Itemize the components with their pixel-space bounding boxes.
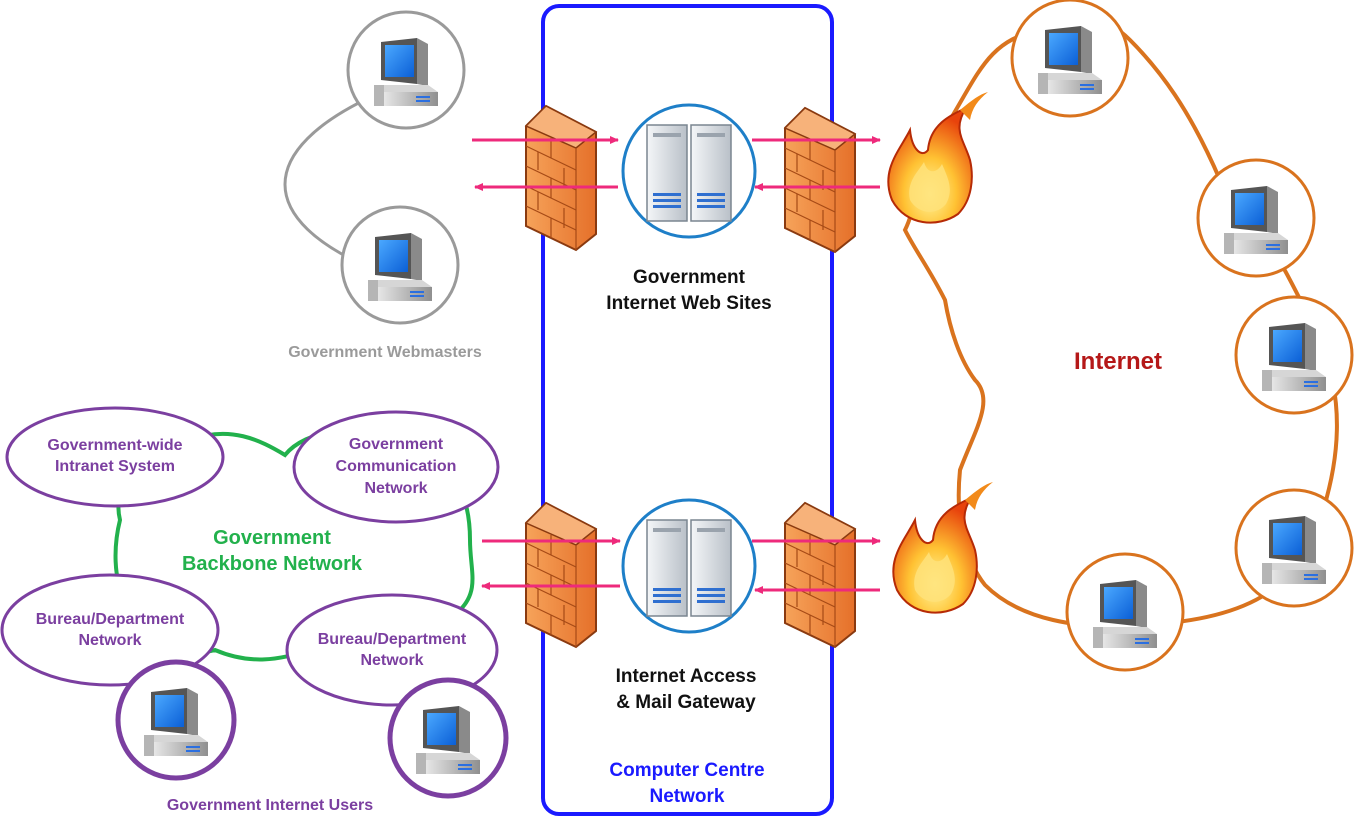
gateway-server <box>621 498 757 634</box>
webmaster-computer-2 <box>340 205 460 325</box>
fire-icon <box>887 91 989 224</box>
internet-computer-4 <box>1234 488 1354 608</box>
user-computer-2 <box>387 677 509 799</box>
comm-label-line1: Government <box>349 436 444 453</box>
bureau-left-label-line2: Network <box>78 632 141 649</box>
web-sites-label-line1: Government <box>633 267 746 288</box>
webmaster-computer-1 <box>346 10 466 130</box>
firewall-icon <box>784 107 856 253</box>
webmasters-link <box>283 93 376 272</box>
gateway-label-line1: Internet Access <box>616 666 757 687</box>
intranet-system-node: Government-wide Intranet System <box>5 406 225 508</box>
bureau-network-right-node: Bureau/Department Network <box>285 593 499 707</box>
fire-icon <box>892 481 994 614</box>
internet-computer-3 <box>1234 295 1354 415</box>
web-sites-label-line2: Internet Web Sites <box>606 293 771 314</box>
bureau-right-label-line2: Network <box>360 652 423 669</box>
traffic-arrows <box>472 136 881 594</box>
internet-computer-2 <box>1196 158 1316 278</box>
internet-computer-5 <box>1065 552 1185 672</box>
intranet-label-line2: Intranet System <box>55 458 175 475</box>
bureau-left-label-line1: Bureau/Department <box>36 611 185 628</box>
web-sites-server <box>621 103 757 239</box>
firewall-icon <box>784 502 856 648</box>
internet-label: Internet <box>1074 348 1162 375</box>
firewall-icon <box>525 502 597 648</box>
internet-users-label: Government Internet Users <box>167 797 373 814</box>
user-computer-1 <box>115 659 237 781</box>
computer-centre-label-line1: Computer Centre <box>609 760 764 781</box>
comm-label-line3: Network <box>364 480 427 497</box>
intranet-label-line1: Government-wide <box>47 437 182 454</box>
webmasters-label: Government Webmasters <box>288 344 482 361</box>
comm-label-line2: Communication <box>336 458 457 475</box>
internet-computer-1 <box>1010 0 1130 118</box>
computer-centre-box <box>541 4 834 816</box>
bureau-right-label-line1: Bureau/Department <box>318 631 467 648</box>
computer-centre-label-line2: Network <box>650 786 725 807</box>
backbone-label-line1: Government <box>213 527 331 549</box>
communication-network-node: Government Communication Network <box>292 410 500 524</box>
gateway-label-line2: & Mail Gateway <box>616 692 756 713</box>
firewall-icon <box>525 105 597 251</box>
bureau-network-left-node: Bureau/Department Network <box>0 573 220 687</box>
backbone-label-line2: Backbone Network <box>182 553 363 575</box>
